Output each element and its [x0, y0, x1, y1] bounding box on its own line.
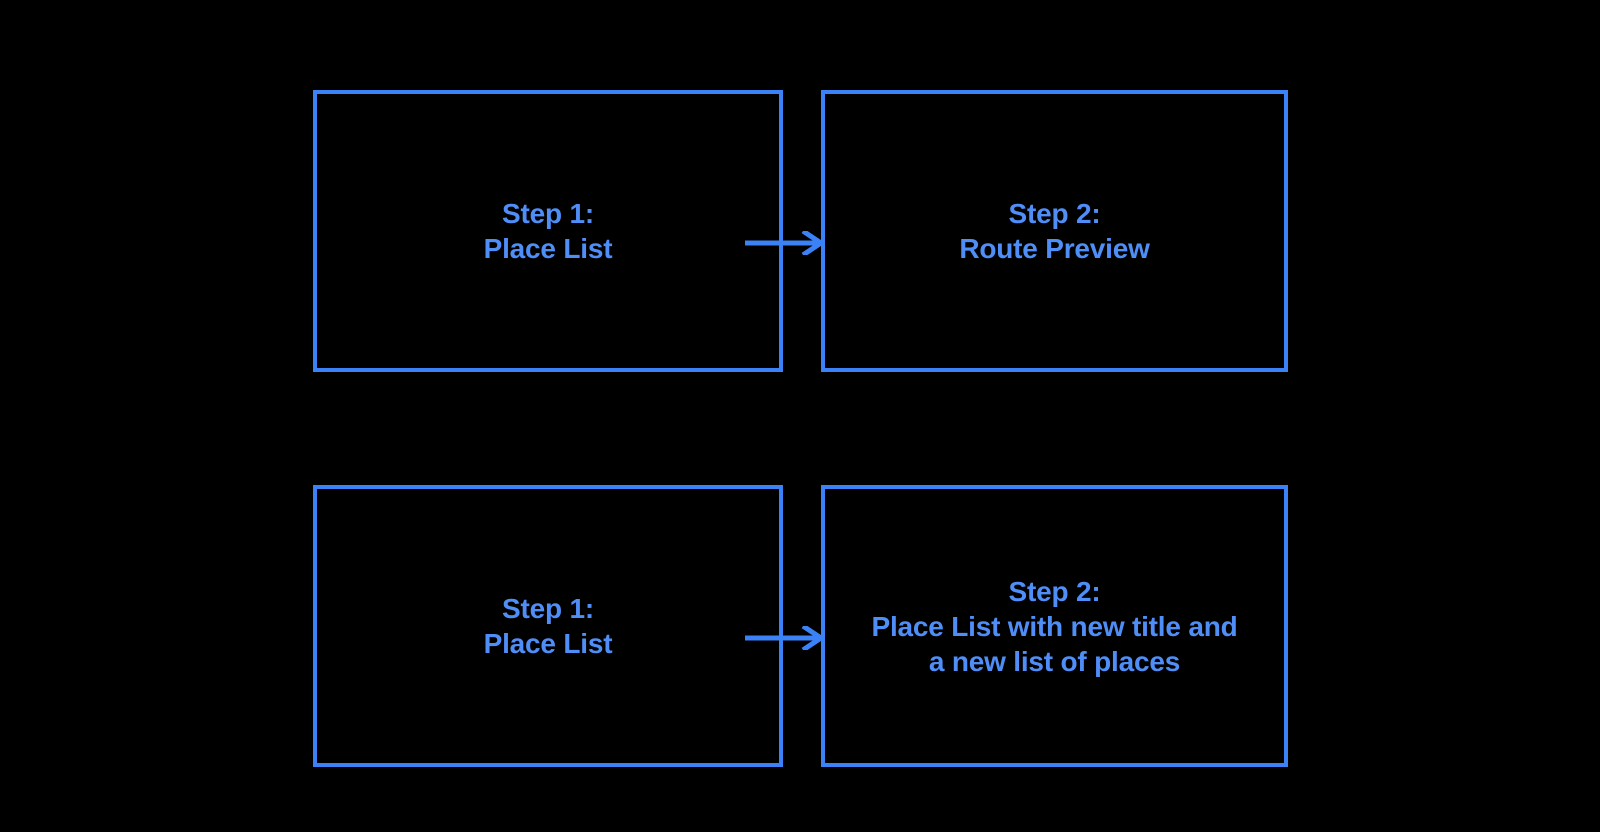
step-box-label: Step 2: Place List with new title and a … — [871, 575, 1238, 677]
flow-row-1: Step 1: Place List Step 2: Route Preview — [0, 90, 1600, 372]
step-box-label: Step 2: Route Preview — [959, 198, 1150, 264]
step-box-row2-step2[interactable]: Step 2: Place List with new title and a … — [821, 485, 1288, 767]
step-box-row1-step1[interactable]: Step 1: Place List — [313, 90, 783, 372]
step-box-row1-step2[interactable]: Step 2: Route Preview — [821, 90, 1288, 372]
step-box-label: Step 1: Place List — [483, 198, 613, 264]
step-box-label: Step 1: Place List — [483, 593, 613, 659]
step-box-row2-step1[interactable]: Step 1: Place List — [313, 485, 783, 767]
flow-row-2: Step 1: Place List Step 2: Place List wi… — [0, 485, 1600, 767]
